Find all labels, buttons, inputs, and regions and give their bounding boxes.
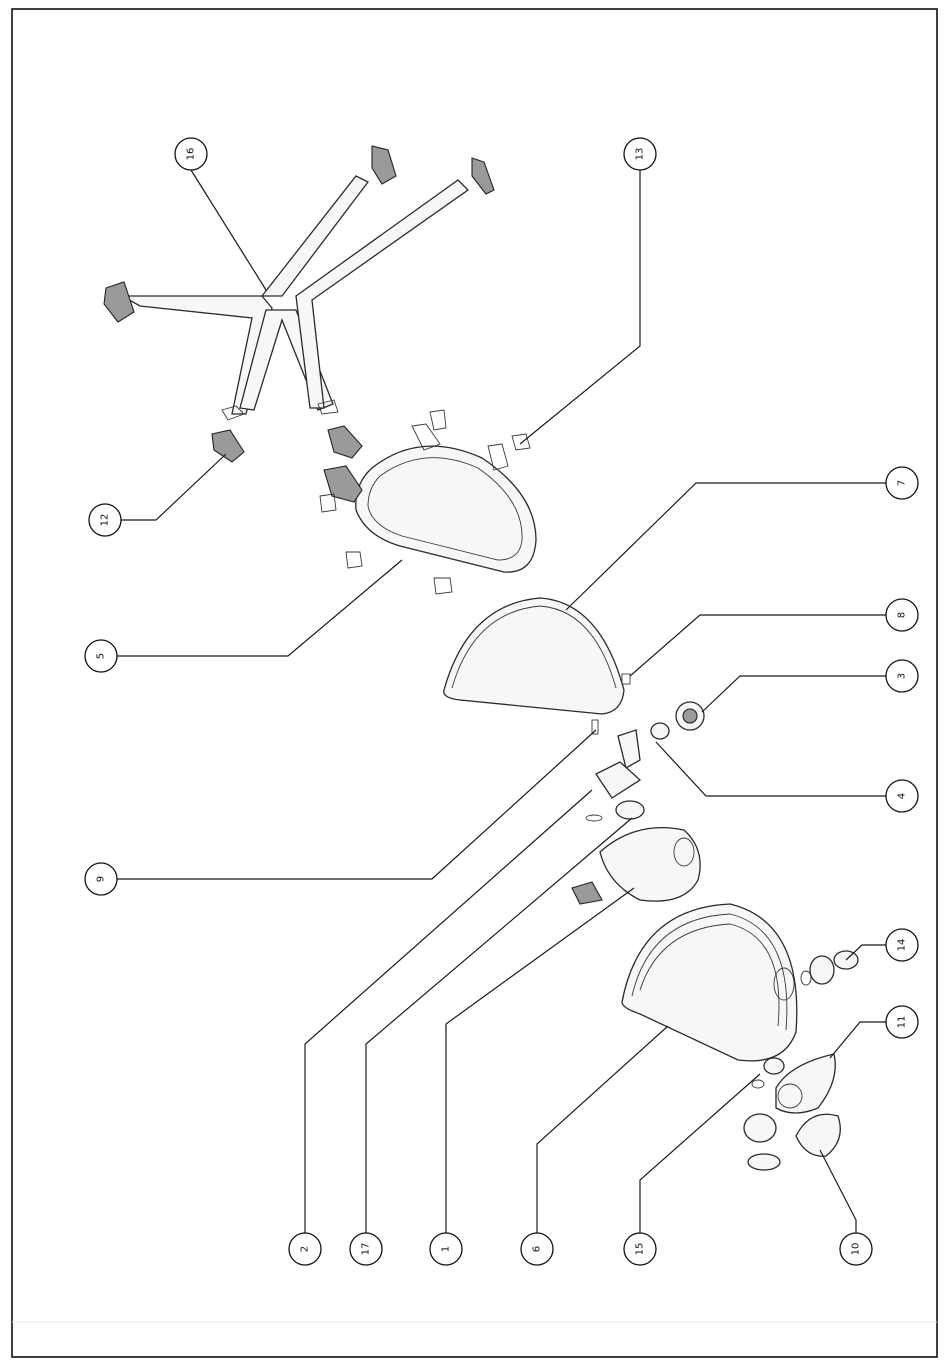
valve-3 — [676, 702, 704, 730]
callout-label: 9 — [96, 876, 107, 882]
callout-3: 3 — [886, 660, 918, 692]
callout-1: 1 — [430, 1233, 462, 1265]
callout-label: 15 — [635, 1243, 646, 1256]
callout-label: 10 — [851, 1243, 862, 1256]
callout-2: 2 — [289, 1233, 321, 1265]
inner-mask-1 — [572, 828, 700, 904]
callout-label: 7 — [897, 480, 908, 486]
callout-label: 13 — [635, 148, 646, 161]
head-harness — [104, 146, 494, 420]
callout-label: 1 — [441, 1246, 452, 1252]
cover-11 — [776, 1054, 835, 1113]
callout-label: 6 — [532, 1246, 543, 1252]
inner-housing-2 — [596, 730, 640, 798]
callout-label: 16 — [186, 148, 197, 161]
callout-9: 9 — [85, 863, 117, 895]
callout-14: 14 — [886, 929, 918, 961]
visor-lens — [444, 598, 624, 714]
pin-9 — [592, 720, 598, 734]
small-ring — [586, 815, 602, 821]
callout-6: 6 — [521, 1233, 553, 1265]
face-seal-6 — [622, 904, 797, 1061]
callout-label: 3 — [897, 673, 908, 679]
callout-17: 17 — [350, 1233, 382, 1265]
callout-10: 10 — [840, 1233, 872, 1265]
callout-5: 5 — [85, 640, 117, 672]
callout-label: 12 — [100, 514, 111, 527]
callout-label: 5 — [96, 653, 107, 659]
callout-4: 4 — [886, 780, 918, 812]
callout-12: 12 — [89, 504, 121, 536]
pin-8 — [622, 674, 630, 684]
callout-11: 11 — [886, 1006, 918, 1038]
callout-8: 8 — [886, 599, 918, 631]
clip-13 — [512, 434, 530, 450]
callout-15: 15 — [624, 1233, 656, 1265]
callout-13: 13 — [624, 138, 656, 170]
callout-label: 8 — [897, 612, 908, 618]
harness-buckles — [212, 426, 362, 462]
callout-7: 7 — [886, 467, 918, 499]
callout-label: 14 — [897, 939, 908, 952]
callout-label: 17 — [361, 1243, 372, 1256]
disc-4 — [651, 723, 669, 739]
callout-label: 11 — [897, 1016, 908, 1029]
ring-17 — [616, 801, 644, 819]
callout-16: 16 — [175, 138, 207, 170]
callout-label: 4 — [897, 793, 908, 799]
callout-label: 2 — [300, 1246, 311, 1252]
